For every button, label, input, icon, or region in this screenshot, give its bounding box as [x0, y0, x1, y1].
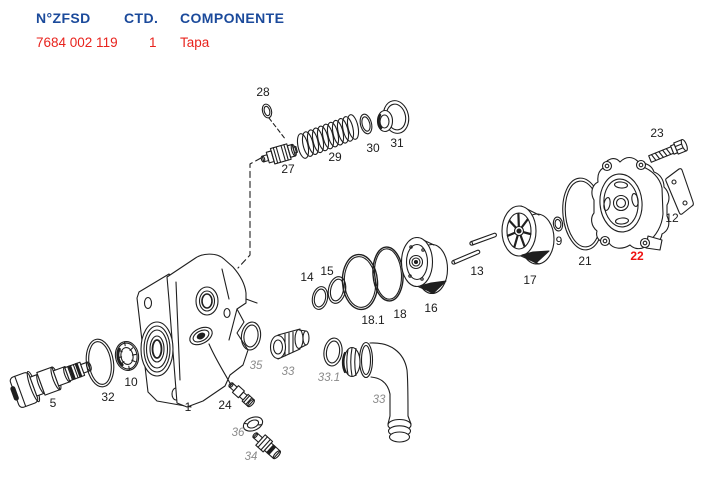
part-32-oring-drawing [83, 337, 116, 388]
header-col-quantity: CTD. [124, 10, 159, 26]
header-col-component: COMPONENTE [180, 10, 285, 26]
callout-33-1[interactable]: 33.1 [317, 372, 341, 384]
callout-24[interactable]: 24 [218, 398, 232, 412]
callout-15[interactable]: 15 [320, 264, 334, 278]
quantity-value: 1 [149, 35, 157, 50]
callout-33-elbow[interactable]: 33 [372, 394, 386, 406]
part-28-oring-drawing [261, 103, 273, 119]
callout-14[interactable]: 14 [300, 270, 314, 284]
callout-36[interactable]: 36 [231, 427, 245, 439]
callout-28[interactable]: 28 [256, 85, 270, 99]
callout-10[interactable]: 10 [124, 375, 138, 389]
part-29-spring-drawing [296, 114, 361, 160]
callout-34[interactable]: 34 [244, 451, 258, 463]
part-23-bolt-drawing [648, 139, 689, 165]
leader-line-valve-to-housing [238, 118, 286, 268]
part-12-bracket-drawing [666, 169, 694, 215]
part-30-oring-drawing [358, 113, 374, 135]
callout-22-selected[interactable]: 22 [630, 249, 644, 263]
part-5-drive-shaft-drawing [7, 351, 96, 409]
part-33-elbow-pipe-drawing [343, 343, 411, 443]
part-33-union-fitting-drawing [271, 329, 310, 359]
callout-12[interactable]: 12 [665, 211, 679, 225]
callout-30[interactable]: 30 [366, 141, 380, 155]
callout-9[interactable]: 9 [555, 234, 563, 248]
part-36-hex-nut-drawing [241, 414, 264, 434]
header-col-part-number: N°ZFSD [36, 10, 91, 26]
part-9-oring-drawing [552, 216, 563, 231]
part-10-bearing-drawing [113, 340, 141, 373]
callout-18[interactable]: 18 [393, 307, 407, 321]
callout-21[interactable]: 21 [578, 254, 592, 268]
part-35-oring-drawing [240, 321, 263, 351]
callout-23[interactable]: 23 [650, 126, 664, 140]
part-13-pins-drawing [451, 233, 497, 265]
part-22-cover-drawing [592, 158, 669, 250]
callout-5[interactable]: 5 [49, 396, 57, 410]
callout-32[interactable]: 32 [101, 390, 115, 404]
callout-13[interactable]: 13 [470, 264, 484, 278]
callout-1[interactable]: 1 [184, 400, 192, 414]
part-24-valve-drawing [227, 381, 256, 408]
part-14-oring-drawing [310, 285, 329, 311]
part-number-value: 7684 002 119 [36, 35, 118, 50]
part-33-1-oring-drawing [322, 337, 344, 367]
part-27-valve-spool-drawing [259, 142, 299, 167]
component-value: Tapa [180, 35, 210, 50]
part-16-cam-ring-drawing [402, 238, 448, 294]
part-31-plug-drawing [378, 98, 412, 135]
leader-line-housing-to-24 [209, 344, 231, 385]
part-1-housing-drawing [137, 254, 257, 407]
callout-16[interactable]: 16 [424, 301, 438, 315]
callout-17[interactable]: 17 [523, 273, 537, 287]
callout-31[interactable]: 31 [390, 136, 404, 150]
callout-29[interactable]: 29 [328, 150, 342, 164]
callout-35[interactable]: 35 [249, 360, 263, 372]
callout-33-fitting[interactable]: 33 [281, 366, 295, 378]
callout-27[interactable]: 27 [281, 162, 295, 176]
part-34-fitting-drawing [249, 429, 283, 461]
callout-18-1[interactable]: 18.1 [361, 313, 385, 327]
part-17-rotor-drawing [502, 206, 554, 264]
